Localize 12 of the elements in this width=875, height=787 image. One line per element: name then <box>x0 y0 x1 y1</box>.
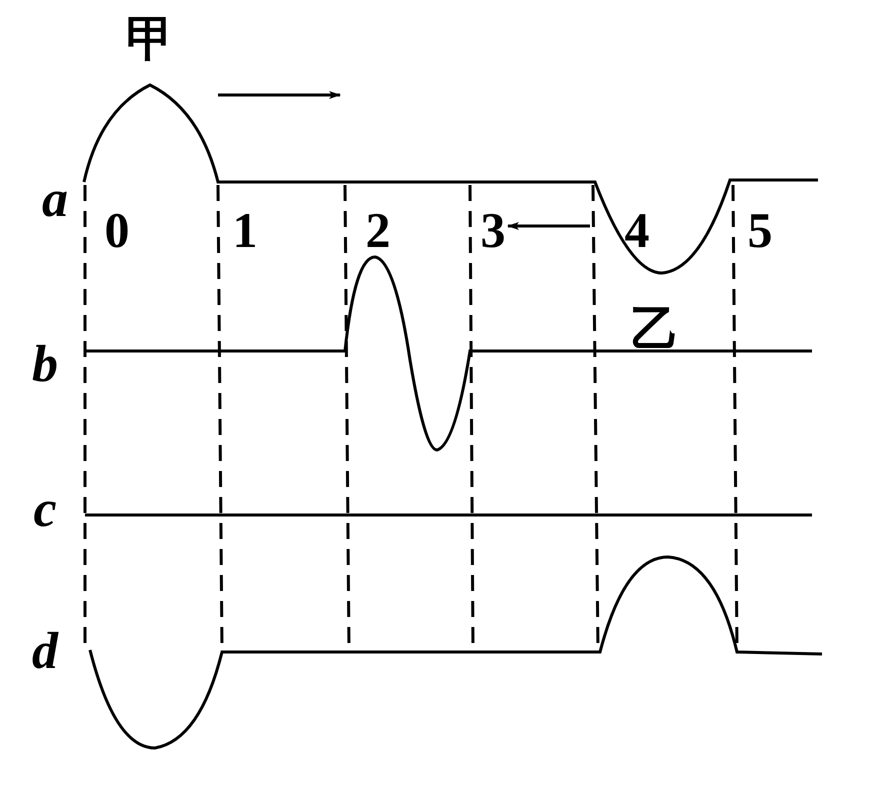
rope-label: c <box>33 484 57 536</box>
pulse-label: 乙 <box>631 306 679 354</box>
position-number: 5 <box>748 205 772 255</box>
position-number: 3 <box>480 205 506 255</box>
position-number: 2 <box>366 205 390 255</box>
rope-label: b <box>32 339 58 391</box>
position-number: 4 <box>624 205 650 255</box>
rope-label: d <box>32 626 58 678</box>
position-number: 1 <box>232 205 258 255</box>
pulse-label: 甲 <box>126 16 174 64</box>
rope-label: a <box>42 174 68 226</box>
position-number: 0 <box>104 205 130 255</box>
